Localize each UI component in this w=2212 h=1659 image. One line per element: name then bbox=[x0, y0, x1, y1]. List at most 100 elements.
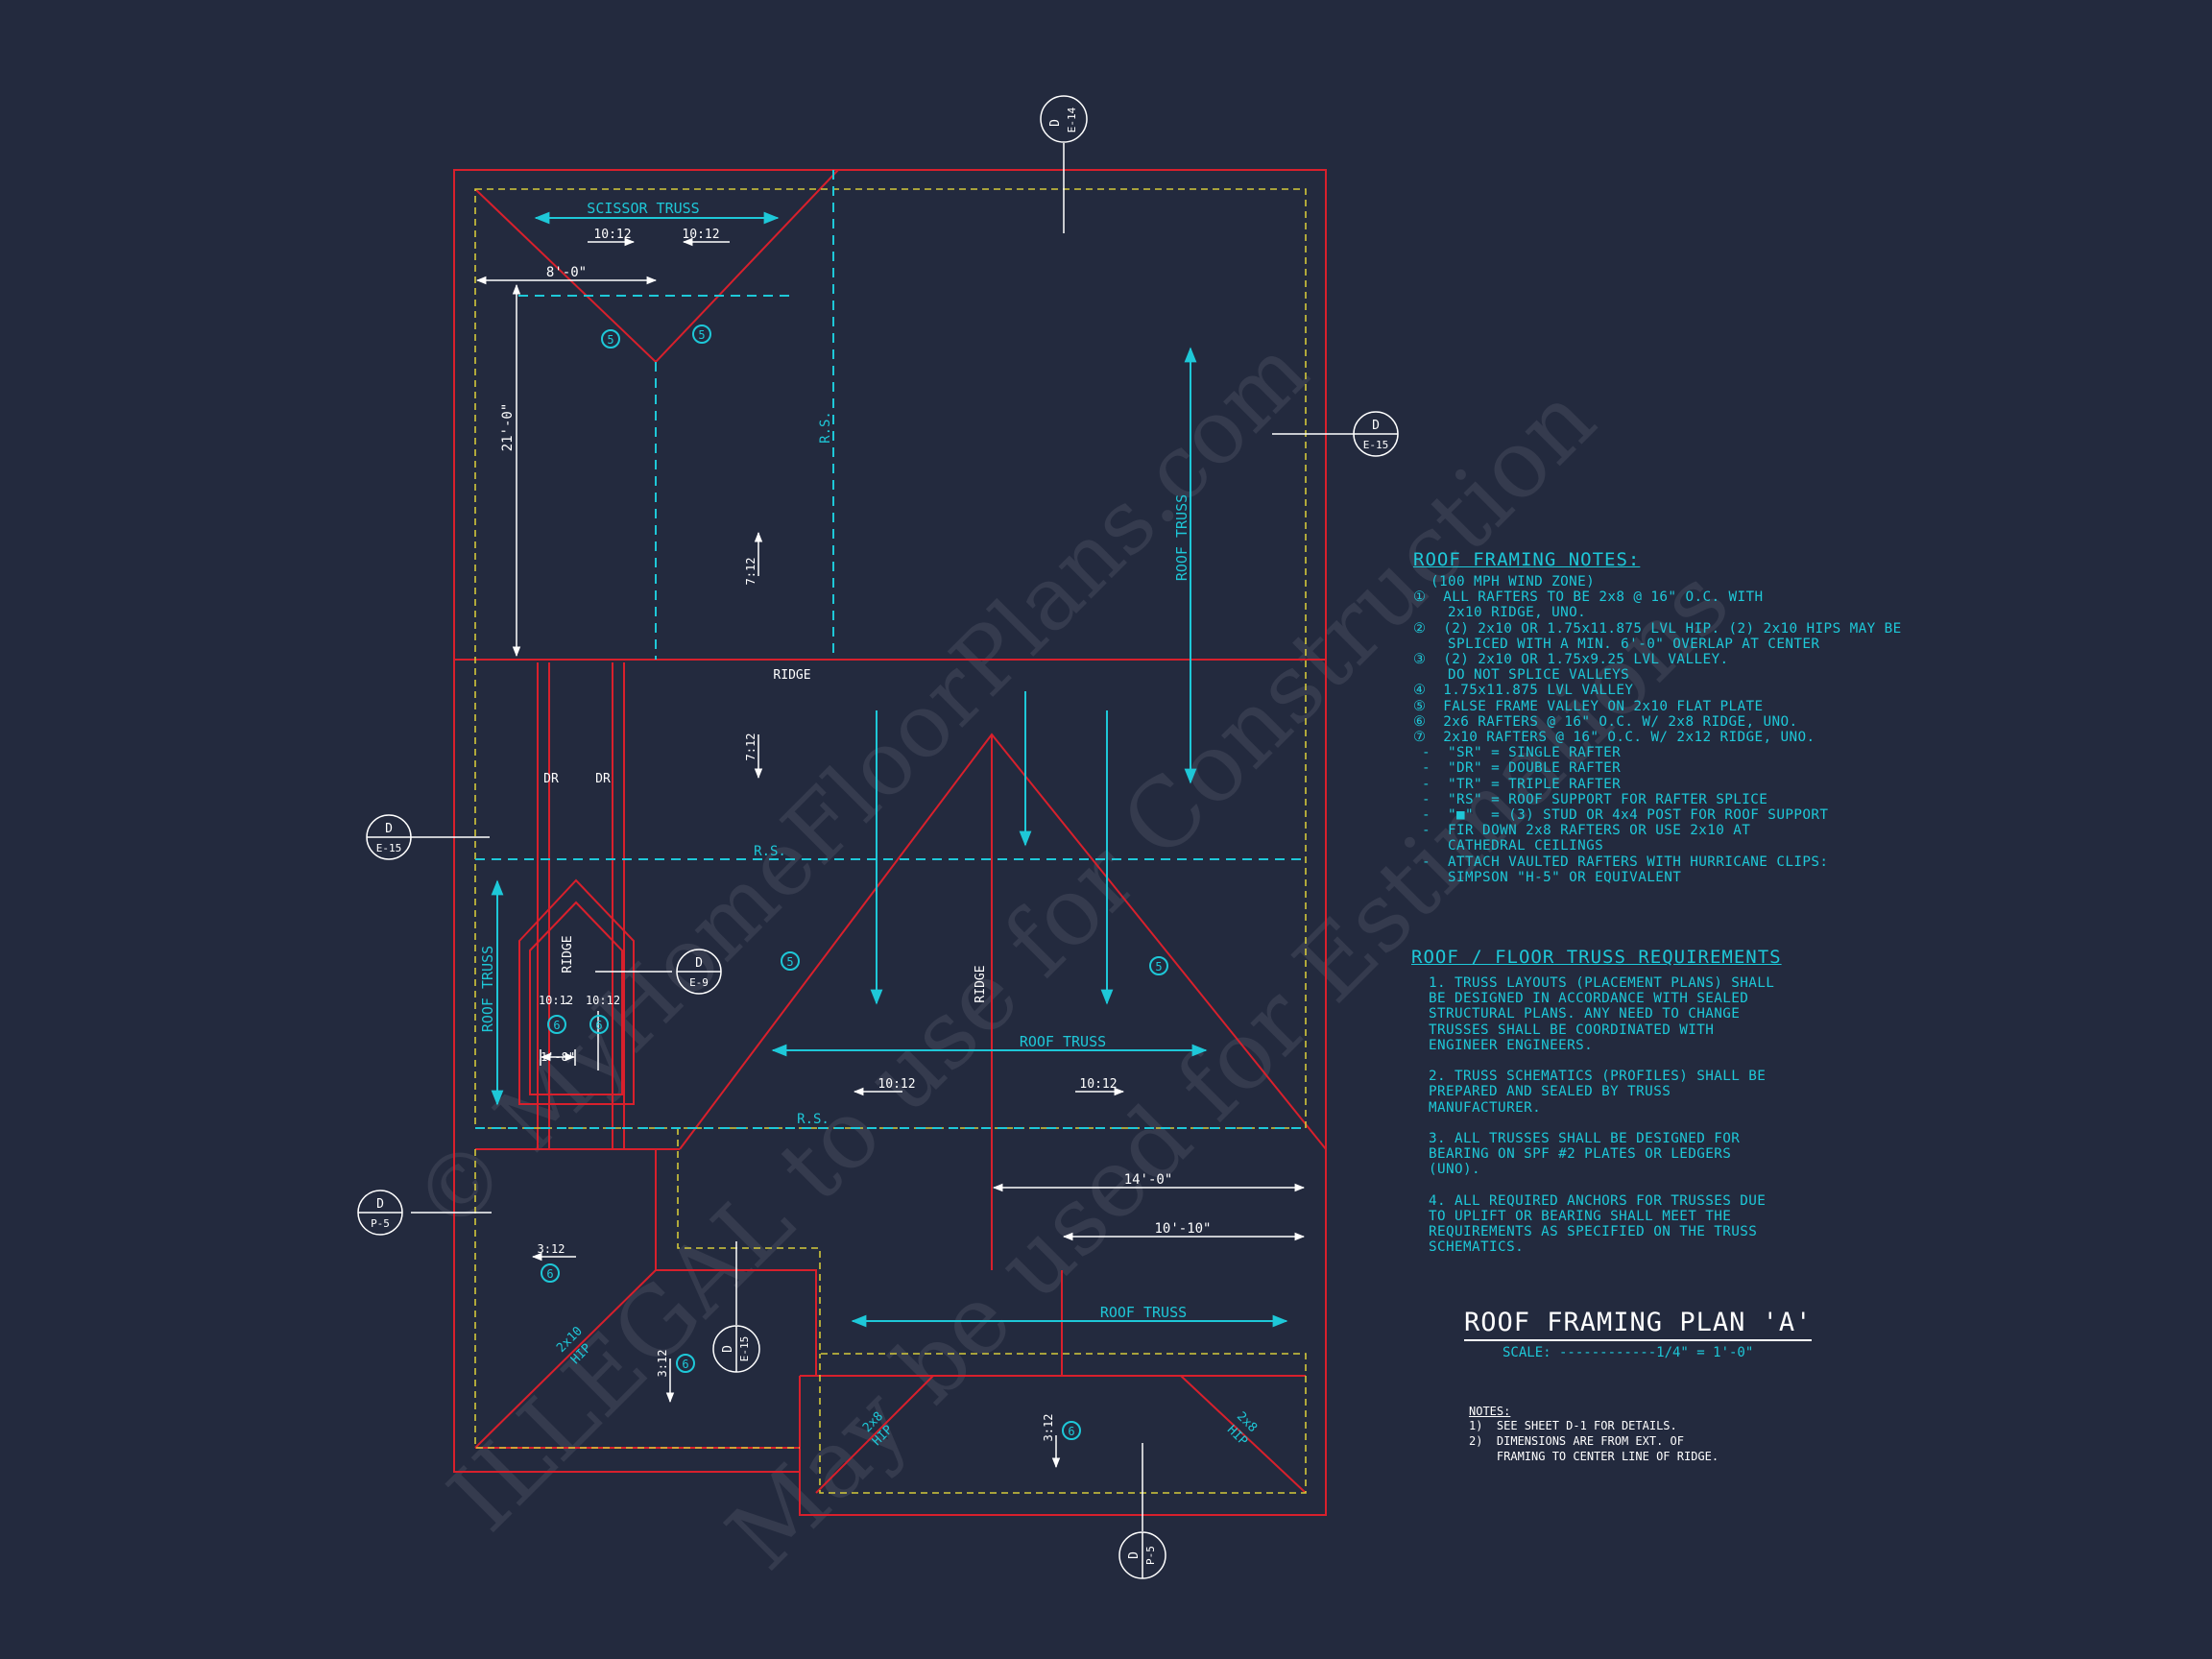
section-marker-letter: D bbox=[1372, 419, 1380, 433]
section-marker-sheet: E-14 bbox=[1066, 107, 1078, 132]
note-line: SPLICED WITH A MIN. 6'-0" OVERLAP AT CEN… bbox=[1413, 636, 1820, 652]
dimension-label: 8'-0" bbox=[546, 265, 587, 280]
tag-5: 5 bbox=[781, 951, 800, 971]
svg-text:6: 6 bbox=[553, 1019, 560, 1032]
section-marker-top[interactable]: D E-14 bbox=[1040, 95, 1088, 143]
svg-text:5: 5 bbox=[786, 955, 793, 969]
ridge-label: RIDGE bbox=[974, 965, 988, 1002]
requirement-line: BEARING ON SPF #2 PLATES OR LEDGERS bbox=[1429, 1146, 1732, 1163]
roof-framing-notes: ROOF FRAMING NOTES: (100 MPH WIND ZONE) … bbox=[1413, 549, 1902, 885]
pitch-label: 10:12 bbox=[682, 228, 719, 242]
dimension-lines bbox=[475, 237, 1306, 1469]
note-line: - FIR DOWN 2x8 RAFTERS OR USE 2x10 AT bbox=[1413, 823, 1751, 839]
requirement-line: MANUFACTURER. bbox=[1429, 1099, 1542, 1116]
requirement-line: STRUCTURAL PLANS. ANY NEED TO CHANGE bbox=[1429, 1006, 1741, 1022]
pitch-label: 10:12 bbox=[1079, 1077, 1117, 1092]
roof-truss-label: ROOF TRUSS bbox=[1020, 1033, 1106, 1050]
note-line: ① ALL RAFTERS TO BE 2x8 @ 16" O.C. WITH bbox=[1413, 589, 1764, 606]
svg-text:6: 6 bbox=[595, 1019, 602, 1032]
section-marker-sheet: E-9 bbox=[689, 976, 709, 989]
requirement-line: 3. ALL TRUSSES SHALL BE DESIGNED FOR bbox=[1429, 1131, 1741, 1147]
svg-text:6: 6 bbox=[682, 1358, 688, 1371]
scissor-truss-label: SCISSOR TRUSS bbox=[587, 200, 699, 217]
pitch-label: 3:12 bbox=[538, 1242, 565, 1256]
tag-5: 5 bbox=[1149, 956, 1168, 975]
dimension-label: 14'-0" bbox=[1124, 1172, 1173, 1188]
plan-labels: SCISSOR TRUSS 10:12 10:12 8'-0" 21'-0" R… bbox=[479, 200, 1260, 1449]
drawing-title: ROOF FRAMING PLAN 'A' bbox=[1464, 1308, 1813, 1341]
tag-5: 5 bbox=[601, 329, 620, 349]
svg-text:5: 5 bbox=[607, 333, 613, 347]
section-marker-letter: D bbox=[695, 956, 703, 971]
section-marker-sheet: E-15 bbox=[738, 1336, 751, 1362]
requirement-line: PREPARED AND SEALED BY TRUSS bbox=[1429, 1084, 1671, 1100]
note-line: 2x10 RIDGE, UNO. bbox=[1413, 605, 1587, 621]
section-marker-bottom[interactable]: D P-5 bbox=[1118, 1531, 1166, 1579]
section-markers: D E-14 D E-15 D E-15 D E-9 D P-5 bbox=[357, 95, 1399, 1579]
note-line: CATHEDRAL CEILINGS bbox=[1413, 838, 1604, 854]
rafter-support-label: R.S. bbox=[818, 411, 833, 444]
section-marker-right[interactable]: D E-15 bbox=[1353, 411, 1399, 457]
requirement-line: (UNO). bbox=[1429, 1162, 1481, 1178]
pitch-label: 10:12 bbox=[593, 228, 631, 242]
general-note-line: FRAMING TO CENTER LINE OF RIDGE. bbox=[1469, 1450, 1719, 1463]
requirement-line: 4. ALL REQUIRED ANCHORS FOR TRUSSES DUE bbox=[1429, 1192, 1767, 1209]
general-note-line: 2) DIMENSIONS ARE FROM EXT. OF bbox=[1469, 1434, 1684, 1448]
rafter-support-label: R.S. bbox=[797, 1112, 830, 1127]
pitch-label: 7:12 bbox=[744, 733, 757, 761]
truss-requirements-heading: ROOF / FLOOR TRUSS REQUIREMENTS bbox=[1411, 947, 1782, 968]
tag-6: 6 bbox=[589, 1015, 609, 1034]
dimension-label: 1'-8" bbox=[541, 1050, 575, 1064]
pitch-label: 10:12 bbox=[586, 994, 620, 1007]
section-marker-sheet: E-15 bbox=[1363, 439, 1389, 451]
tag-5: 5 bbox=[692, 325, 711, 344]
note-line: DO NOT SPLICE VALLEYS bbox=[1413, 667, 1630, 684]
section-marker-sheet: P-5 bbox=[371, 1217, 390, 1230]
truss-requirements-list: 1. TRUSS LAYOUTS (PLACEMENT PLANS) SHALL… bbox=[1429, 975, 1782, 1256]
note-line: ⑥ 2x6 RAFTERS @ 16" O.C. W/ 2x8 RIDGE, U… bbox=[1413, 713, 1798, 730]
roof-framing-notes-heading: ROOF FRAMING NOTES: bbox=[1413, 549, 1641, 570]
pitch-label: 10:12 bbox=[878, 1077, 915, 1092]
ridge-label: RIDGE bbox=[561, 935, 575, 973]
note-line: - ATTACH VAULTED RAFTERS WITH HURRICANE … bbox=[1413, 854, 1829, 870]
section-marker-left-upper[interactable]: D E-15 bbox=[366, 814, 412, 860]
dimension-label: 21'-0" bbox=[500, 403, 516, 452]
requirement-line: ​ bbox=[1429, 1116, 1782, 1131]
note-line: ⑦ 2x10 RAFTERS @ 16" O.C. W/ 2x12 RIDGE,… bbox=[1413, 730, 1815, 746]
framing-dashed-yellow bbox=[474, 188, 1307, 1494]
ridge-label: RIDGE bbox=[773, 668, 810, 683]
requirement-line: ​ bbox=[1429, 1053, 1782, 1069]
pitch-label: 3:12 bbox=[656, 1350, 669, 1378]
section-marker-interior[interactable]: D E-9 bbox=[676, 949, 722, 995]
section-marker-sheet: E-15 bbox=[376, 842, 402, 854]
svg-text:6: 6 bbox=[546, 1267, 553, 1281]
note-line: (100 MPH WIND ZONE) bbox=[1413, 574, 1596, 589]
section-marker-letter: D bbox=[1127, 1551, 1142, 1559]
rafter-support-lines bbox=[475, 170, 1306, 1129]
roof-framing-notes-list: (100 MPH WIND ZONE) ① ALL RAFTERS TO BE … bbox=[1413, 574, 1902, 885]
note-line: ② (2) 2x10 OR 1.75x11.875 LVL HIP. (2) 2… bbox=[1413, 620, 1902, 637]
general-notes: NOTES: 1) SEE SHEET D-1 FOR DETAILS. 2) … bbox=[1469, 1405, 1719, 1464]
requirement-line: TO UPLIFT OR BEARING SHALL MEET THE bbox=[1429, 1209, 1732, 1225]
section-marker-bottom-mid[interactable]: D E-15 bbox=[712, 1325, 760, 1373]
section-marker-letter: D bbox=[721, 1345, 735, 1353]
roof-truss-label: ROOF TRUSS bbox=[1100, 1304, 1187, 1321]
note-line: ③ (2) 2x10 OR 1.75x9.25 LVL VALLEY. bbox=[1413, 652, 1729, 668]
section-marker-left-lower[interactable]: D P-5 bbox=[357, 1190, 403, 1236]
svg-text:5: 5 bbox=[698, 328, 705, 342]
drawing-title-block: ROOF FRAMING PLAN 'A' SCALE: -----------… bbox=[1464, 1308, 1848, 1360]
requirement-line: 1. TRUSS LAYOUTS (PLACEMENT PLANS) SHALL bbox=[1429, 975, 1775, 991]
direction-arrows bbox=[491, 211, 1288, 1328]
section-marker-letter: D bbox=[1048, 119, 1063, 127]
requirement-line: 2. TRUSS SCHEMATICS (PROFILES) SHALL BE bbox=[1429, 1069, 1767, 1085]
note-line: SIMPSON "H-5" OR EQUIVALENT bbox=[1413, 869, 1682, 885]
note-line: - "DR" = DOUBLE RAFTER bbox=[1413, 760, 1622, 777]
svg-text:5: 5 bbox=[1155, 960, 1162, 974]
section-marker-letter: D bbox=[385, 822, 393, 836]
pitch-label: 7:12 bbox=[744, 558, 757, 586]
drawing-scale: SCALE: ------------1/4" = 1'-0" bbox=[1503, 1345, 1754, 1360]
roof-truss-label: ROOF TRUSS bbox=[1173, 494, 1190, 581]
tag-6: 6 bbox=[676, 1354, 695, 1373]
double-rafter-label: DR bbox=[595, 772, 611, 786]
